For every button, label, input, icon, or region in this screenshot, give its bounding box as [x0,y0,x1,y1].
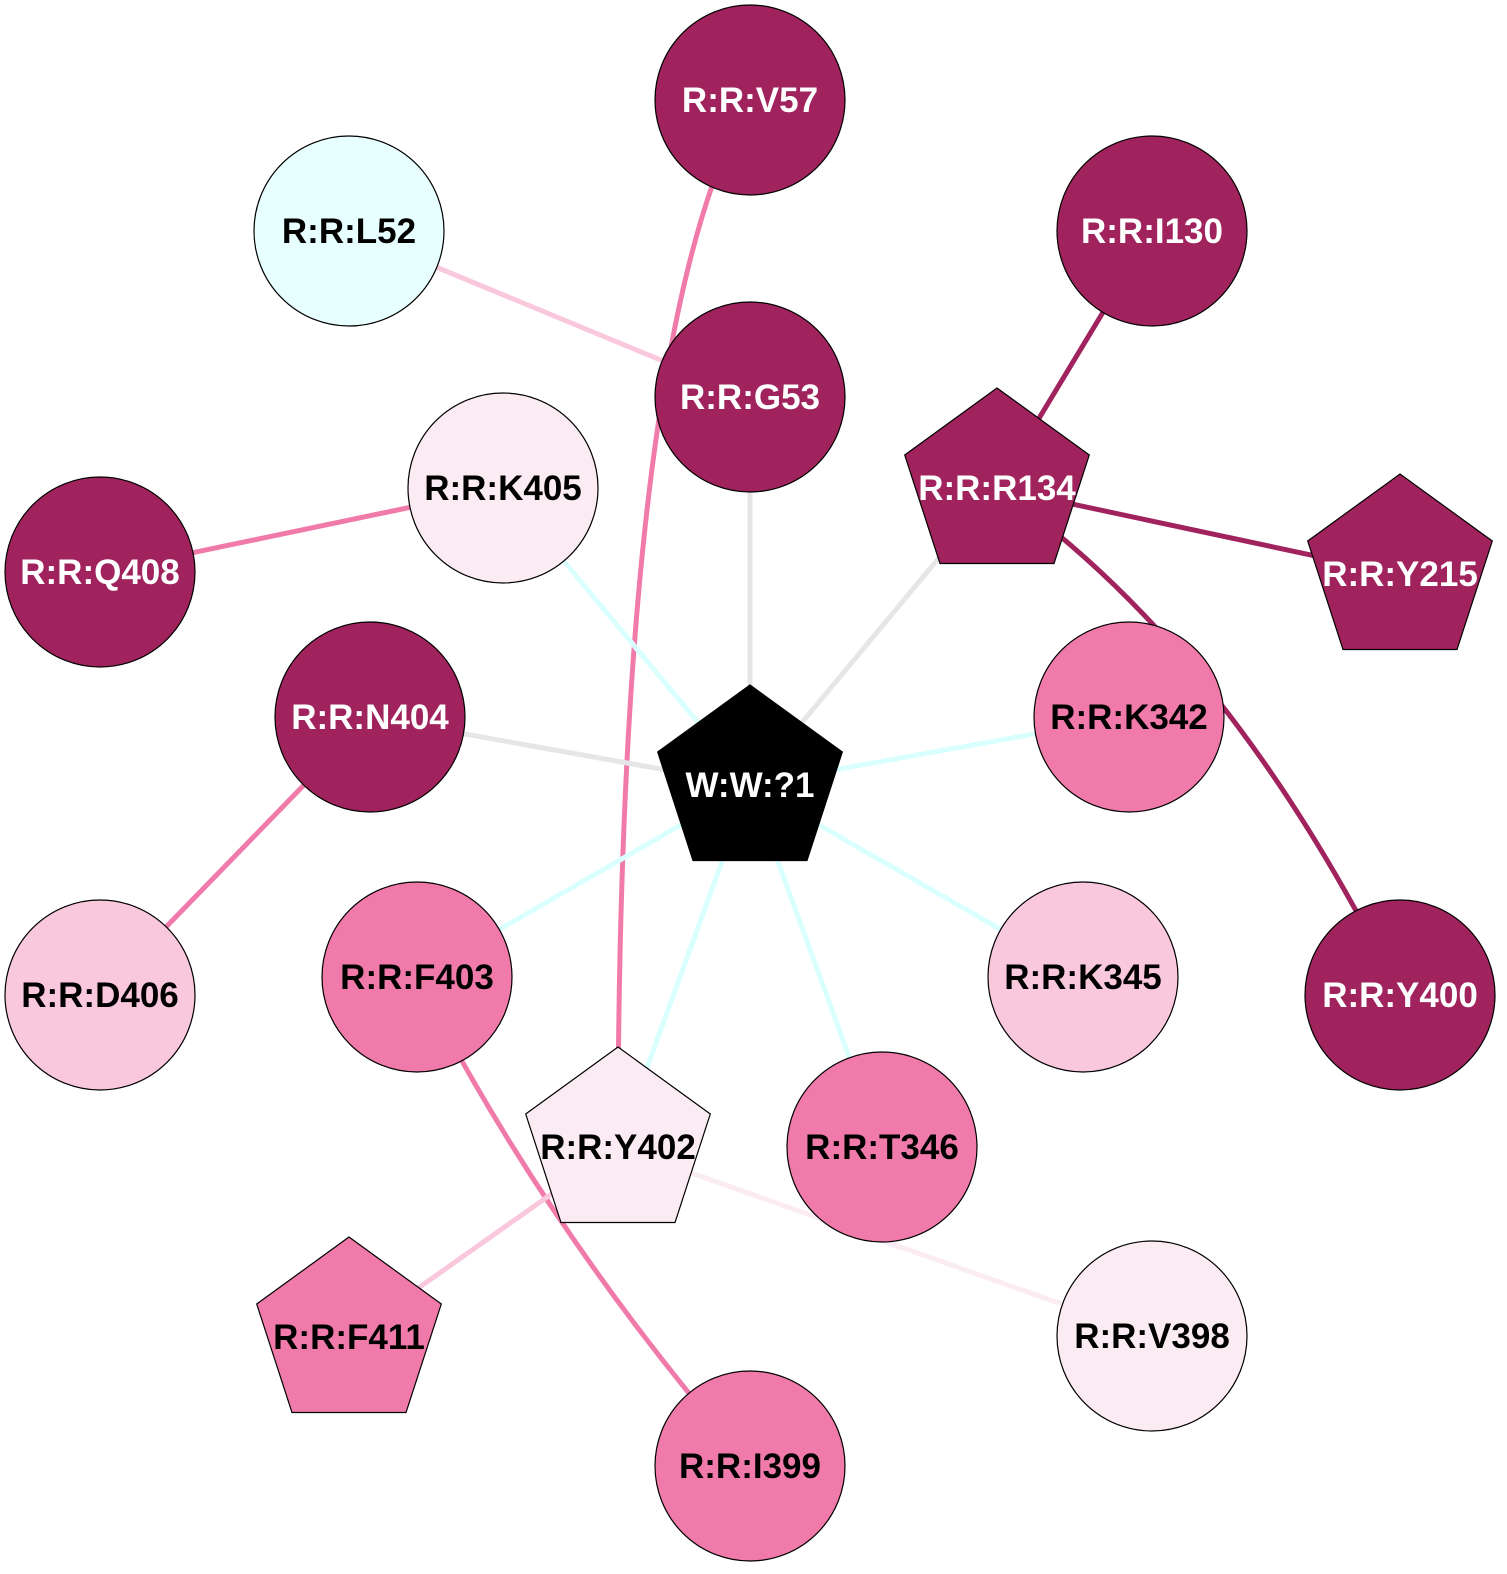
node-label: R:R:K342 [1050,698,1208,737]
node-K405[interactable]: R:R:K405 [407,392,599,584]
node-I399[interactable]: R:R:I399 [654,1370,846,1562]
node-T346[interactable]: R:R:T346 [786,1051,978,1243]
node-label: R:R:T346 [805,1128,959,1167]
node-pentagon [524,1046,712,1224]
edge-V57-Y402 [615,98,753,1148]
node-label: R:R:L52 [282,212,416,251]
node-circle [654,4,846,196]
node-Y400[interactable]: R:R:Y400 [1304,899,1496,1091]
node-circle [654,301,846,493]
node-V57[interactable]: R:R:V57 [654,4,846,196]
node-G53[interactable]: R:R:G53 [654,301,846,493]
node-circle [274,621,466,813]
node-circle [4,899,196,1091]
node-label: R:R:V57 [682,81,818,120]
node-label: R:R:I130 [1081,212,1223,251]
node-label: R:R:F403 [340,958,494,997]
node-label: R:R:F411 [273,1318,425,1357]
node-circle [654,1370,846,1562]
node-circle [253,135,445,327]
node-label: R:R:K345 [1004,958,1162,997]
node-pentagon [255,1236,443,1414]
node-label: W:W:?1 [686,766,815,805]
node-label: R:R:D406 [21,976,179,1015]
node-K345[interactable]: R:R:K345 [987,881,1179,1073]
node-label: R:R:K405 [424,469,582,508]
node-label: R:R:I399 [679,1447,821,1486]
node-L52[interactable]: R:R:L52 [253,135,445,327]
node-circle [786,1051,978,1243]
node-label: R:R:Y215 [1322,555,1478,594]
node-circle [4,476,196,668]
node-pentagon [1306,473,1494,651]
node-Y215[interactable]: R:R:Y215 [1306,473,1494,651]
node-circle [1033,621,1225,813]
node-V398[interactable]: R:R:V398 [1056,1240,1248,1432]
node-K342[interactable]: R:R:K342 [1033,621,1225,813]
node-circle [1304,899,1496,1091]
node-label: R:R:Y400 [1322,976,1478,1015]
node-F403[interactable]: R:R:F403 [321,881,513,1073]
node-label: R:R:Q408 [20,553,179,592]
node-Y402[interactable]: R:R:Y402 [524,1046,712,1224]
node-label: R:R:V398 [1074,1317,1230,1356]
node-R134[interactable]: R:R:R134 [903,387,1091,565]
node-label: R:R:R134 [918,469,1076,508]
node-pentagon [903,387,1091,565]
node-circle [321,881,513,1073]
node-label: R:R:N404 [291,698,449,737]
node-circle [407,392,599,584]
node-I130[interactable]: R:R:I130 [1056,135,1248,327]
node-pentagon [656,684,844,862]
node-circle [1056,1240,1248,1432]
node-circle [987,881,1179,1073]
node-Q408[interactable]: R:R:Q408 [4,476,196,668]
node-circle [1056,135,1248,327]
node-D406[interactable]: R:R:D406 [4,899,196,1091]
node-label: R:R:Y402 [540,1128,696,1167]
node-W1[interactable]: W:W:?1 [656,684,844,862]
node-F411[interactable]: R:R:F411 [255,1236,443,1414]
node-label: R:R:G53 [680,378,820,417]
node-N404[interactable]: R:R:N404 [274,621,466,813]
